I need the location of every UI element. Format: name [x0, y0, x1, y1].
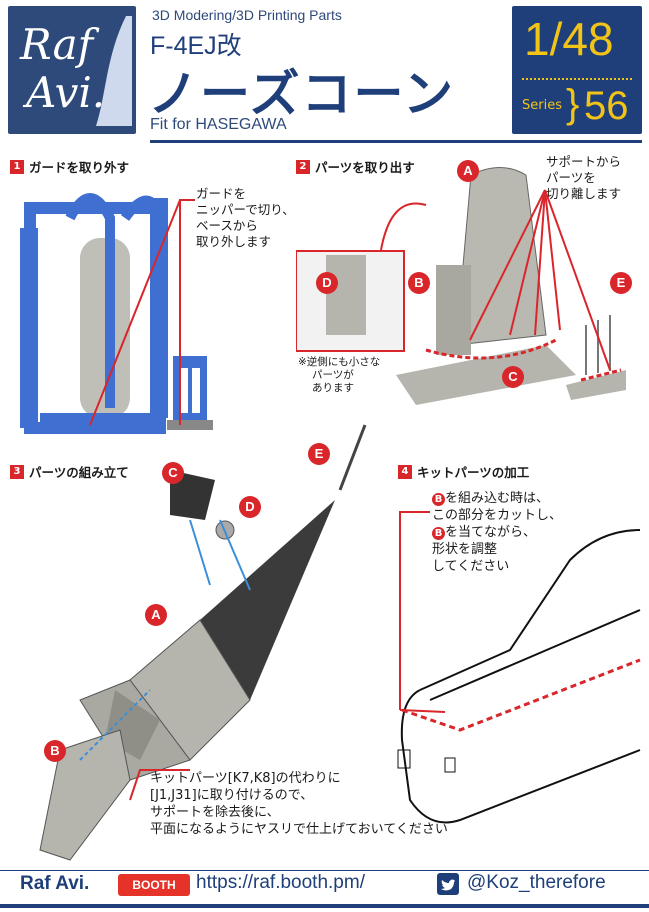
small-note-line: あります — [312, 382, 354, 394]
label-e-section3: E — [308, 443, 330, 465]
label-e-section2: E — [610, 272, 632, 294]
series-brace: } — [566, 82, 580, 126]
section-2-note-line: サポートから — [546, 154, 622, 169]
section-1-note-line: ガードを — [196, 186, 247, 201]
label-b-inline: B — [432, 527, 445, 540]
section-4-label: キットパーツの加工 — [417, 465, 530, 480]
kit-part-illustration — [397, 511, 641, 824]
section-1-note-line: 取り外します — [196, 234, 272, 249]
section-3-note-line: 平面になるようにヤスリで仕上げておいてください — [150, 822, 448, 837]
logo-line1: Raf — [20, 20, 94, 69]
booth-badge[interactable]: BOOTH — [118, 874, 190, 896]
label-c-section2: C — [502, 366, 524, 388]
footer-rule — [0, 870, 649, 871]
section-1-title: 1 ガードを取り外す — [10, 157, 129, 176]
section-3-note: キットパーツ[K7,K8]の代わりに [J1,J31]に取り付けるので、 サポー… — [150, 770, 448, 838]
section-4-note-line: してください — [432, 559, 510, 574]
section-4-number: 4 — [398, 464, 412, 479]
logo-line2: Avi. — [26, 68, 106, 117]
label-d-section3: D — [239, 496, 261, 518]
page-title: ノーズコーン — [148, 65, 455, 123]
assembly-illustration — [39, 424, 367, 861]
section-3-note-line: [J1,J31]に取り付けるので、 — [150, 788, 314, 803]
header-subtitle: 3D Modering/3D Printing Parts — [152, 7, 342, 23]
brand-logo: Raf Avi. — [8, 6, 136, 134]
parts-on-base-illustration — [296, 167, 626, 405]
section-2-title: 2 パーツを取り出す — [296, 157, 415, 176]
header-rule — [150, 140, 642, 143]
label-b-inline: B — [432, 493, 445, 506]
footer-brand: Raf Avi. — [20, 873, 90, 894]
section-2-note-line: 切り離します — [546, 186, 622, 201]
section-4-note-line: この部分をカットし、 — [432, 508, 563, 523]
series-number: 56 — [584, 84, 629, 128]
label-a-section3: A — [145, 604, 167, 626]
section-4-note-text: を組み込む時は、 — [445, 491, 550, 506]
section-2-note: サポートから パーツを 切り離します — [546, 154, 621, 202]
series-label: Series — [522, 98, 562, 113]
small-note-line: パーツが — [312, 369, 354, 381]
section-3-note-line: キットパーツ[K7,K8]の代わりに — [150, 771, 341, 786]
logo-swoosh — [96, 16, 132, 126]
footer-bottom-bar — [0, 904, 649, 908]
fit-for: Fit for HASEGAWA — [150, 116, 287, 133]
label-c-section3: C — [162, 462, 184, 484]
section-3-note-line: サポートを除去後に、 — [150, 805, 280, 820]
small-guard-illustration — [167, 356, 213, 430]
small-note-line: ※逆側にも小さな — [298, 356, 381, 368]
section-3-number: 3 — [10, 464, 24, 479]
section-3-label: パーツの組み立て — [29, 465, 129, 480]
label-d-section2: D — [316, 272, 338, 294]
scale-label: 1/48 — [524, 13, 614, 65]
footer-url[interactable]: https://raf.booth.pm/ — [196, 872, 365, 893]
scale-box: 1/48 Series } 56 — [512, 6, 642, 134]
scale-divider — [522, 78, 632, 80]
section-1-note-line: ベースから — [196, 218, 258, 233]
section-4-title: 4 キットパーツの加工 — [398, 462, 529, 481]
guard-illustration — [20, 193, 168, 434]
section-4-note-line: 形状を調整 — [432, 542, 498, 557]
section-1-label: ガードを取り外す — [29, 160, 130, 175]
section-4-note-text: を当てながら、 — [445, 525, 537, 540]
label-b-section2: B — [408, 272, 430, 294]
section-2-label: パーツを取り出す — [315, 160, 415, 175]
model-name: F-4EJ改 — [150, 32, 242, 60]
label-a-section2: A — [457, 160, 479, 182]
section-3-title: 3 パーツの組み立て — [10, 462, 129, 481]
section-1-arrows — [89, 199, 195, 426]
section-2-arrows — [469, 189, 611, 371]
twitter-icon[interactable] — [437, 873, 459, 895]
section-1-note-line: ニッパーで切り、 — [196, 202, 295, 217]
section-2-small-note: ※逆側にも小さな パーツが あります — [298, 356, 380, 395]
section-1-note: ガードを ニッパーで切り、 ベースから 取り外します — [196, 186, 295, 250]
section-2-note-line: パーツを — [546, 170, 596, 185]
section-1-number: 1 — [10, 159, 24, 174]
footer-twitter[interactable]: @Koz_therefore — [467, 872, 606, 893]
label-b-section3: B — [44, 740, 66, 762]
section-2-number: 2 — [296, 159, 310, 174]
